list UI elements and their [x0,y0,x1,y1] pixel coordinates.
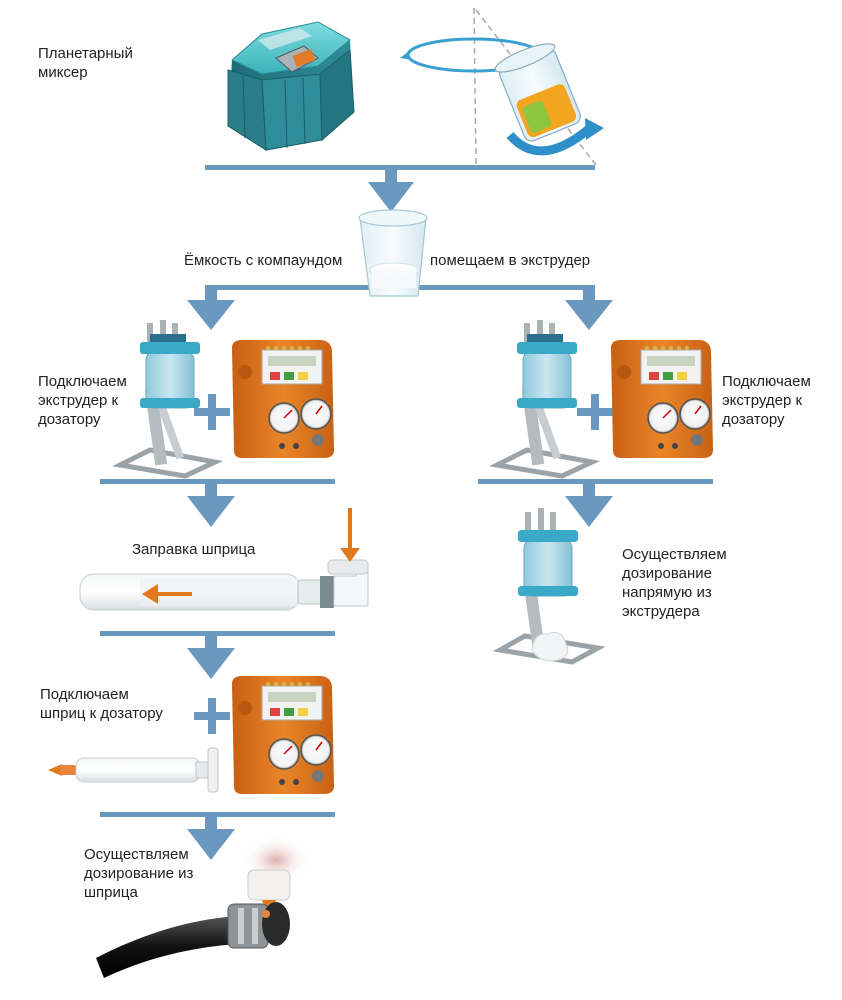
flow-stem-left-2 [205,636,217,650]
flow-stem-left-3 [205,817,217,831]
flow-arrow-left-3 [187,829,235,860]
flow-arrow-right [565,300,613,330]
extruder-right-image [489,320,601,479]
container-label-left: Ёмкость с компаундом [184,252,343,269]
planetary-mixer-label: Планетарный миксер [38,45,133,81]
dispense-extruder-label: Осуществляем дозирование напрямую из экс… [622,546,727,620]
flow-stem-1 [385,170,397,184]
filled-syringe-image [48,747,219,793]
flow-stem-left [205,285,217,303]
syringe-filling-label: Заправка шприца [132,541,256,558]
container-label-right: помещаем в экструдер [430,252,591,269]
compound-container-image [358,209,428,297]
dispensing-syringe-image [96,836,310,978]
flow-stem-left-1 [205,484,217,498]
connect-extruder-right-label: Подключаем экструдер к дозатору [722,373,811,428]
flow-arrow-left [187,300,235,330]
flow-bar-left-3 [100,812,335,817]
plus-icon-left [194,394,230,430]
flow-stem-right-1 [583,484,595,498]
flow-arrow-left-2 [187,648,235,679]
flow-stem-right [583,285,595,303]
syringe-filling-image [79,508,369,611]
dispenser-right-image [611,340,713,458]
flow-bar-left-1 [100,479,335,484]
flow-bar-mixer [205,165,595,170]
flow-arrow-1 [368,182,414,212]
connect-extruder-left-label: Подключаем экструдер к дозатору [38,373,127,428]
dispenser-syringe-image [232,676,334,794]
dispenser-left-image [232,340,334,458]
plus-icon-syringe [194,698,230,734]
flow-bar-right-1 [478,479,713,484]
extruder-left-image [112,320,224,479]
flow-arrow-left-1 [187,496,235,527]
flow-bar-left-2 [100,631,335,636]
connect-syringe-label: Подключаем шприц к дозатору [40,686,163,722]
extruder-dispensing-image [492,508,606,665]
dispense-syringe-label: Осуществляем дозирование из шприца [84,846,194,901]
mixing-motion-image [400,7,604,166]
planetary-mixer-image [227,21,355,151]
plus-icon-right [577,394,613,430]
flow-arrow-right-1 [565,496,613,527]
